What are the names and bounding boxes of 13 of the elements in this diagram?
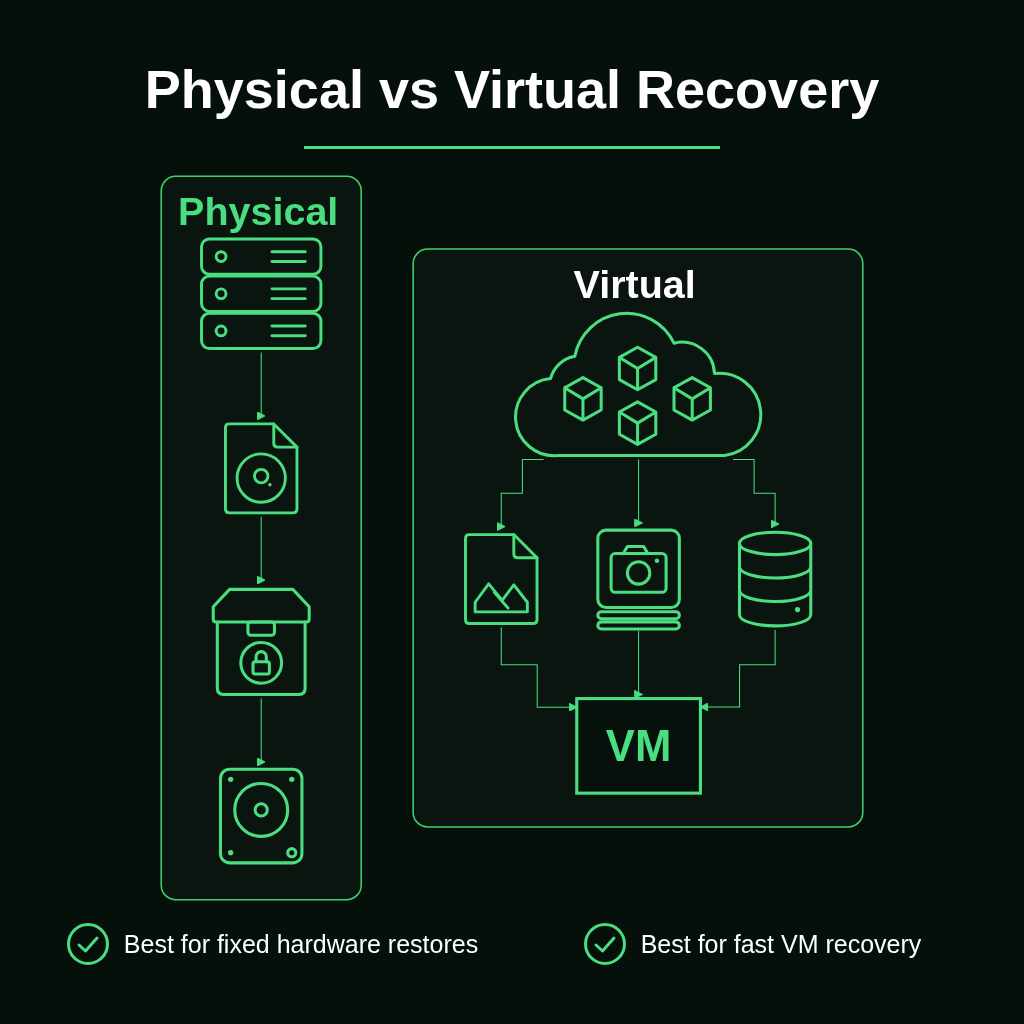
arrow (634, 459, 644, 528)
node-box: VM (575, 697, 702, 795)
arrow (256, 698, 266, 767)
arrow (256, 516, 266, 585)
title: Physical vs Virtual Recovery (143, 58, 881, 121)
note-text: Best for fast VM recovery (640, 929, 922, 959)
node-picture (197, 235, 325, 353)
cluster: Physical (160, 175, 362, 901)
node-picture (594, 527, 683, 631)
arrow (256, 351, 266, 421)
note-text: Best for fixed hardware restores (123, 929, 479, 959)
arrow (634, 630, 644, 699)
node-picture (217, 766, 305, 866)
